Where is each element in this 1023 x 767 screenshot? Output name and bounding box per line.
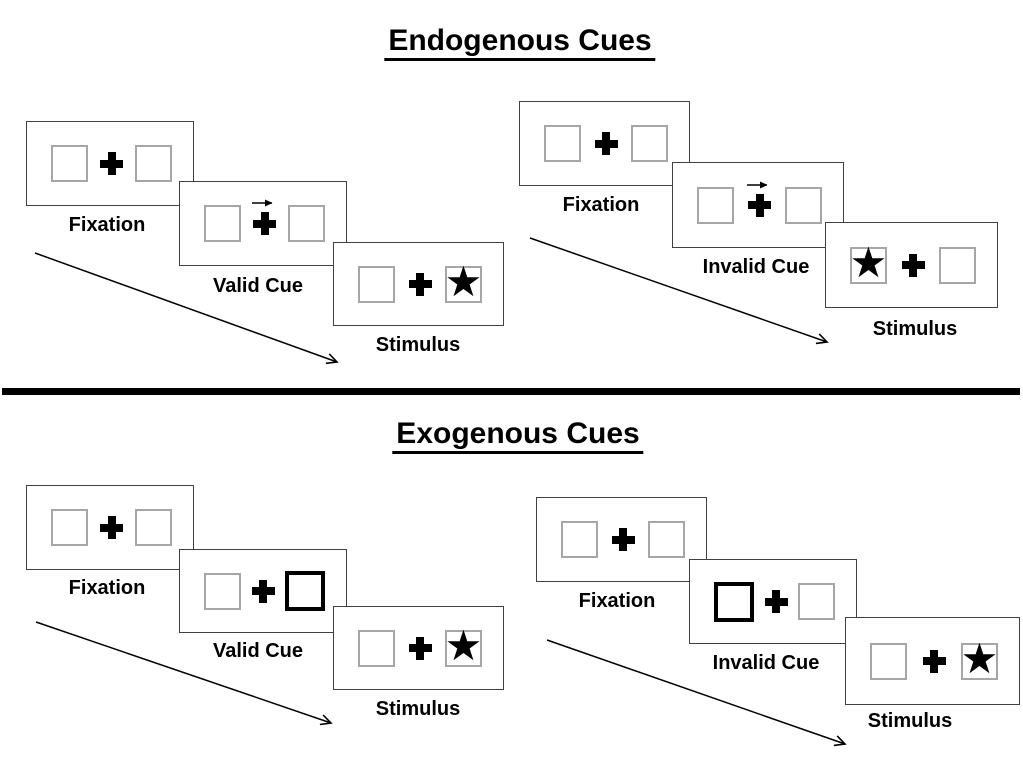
sequence-arrow: [546, 639, 847, 747]
right-placeholder-box: [648, 521, 685, 558]
star-icon: ★: [849, 239, 888, 286]
cue-label: Invalid Cue: [712, 652, 820, 674]
stimulus-label: Stimulus: [375, 334, 461, 356]
right-placeholder-box: [135, 509, 172, 546]
left-placeholder-box: [204, 572, 241, 610]
fixation-cross-icon: [253, 212, 276, 235]
cue-label: Invalid Cue: [702, 256, 810, 278]
stimulus-box: ★: [850, 242, 887, 284]
exogenous-invalid-stimulus-panel: ★: [845, 617, 1020, 705]
stimulus-label: Stimulus: [375, 698, 461, 720]
endogenous-title: Endogenous Cues: [384, 24, 656, 61]
right-placeholder-box: [135, 145, 172, 182]
left-placeholder-box: [204, 205, 241, 242]
right-placeholder-box: [288, 205, 325, 242]
exogenous-invalid-cue-panel: [689, 559, 857, 644]
fixation-cross-icon: [409, 273, 432, 296]
fixation-cross-icon: [923, 650, 946, 673]
left-placeholder-box: [697, 186, 734, 224]
left-placeholder-box: [51, 509, 88, 546]
endogenous-invalid-fixation-panel: [519, 101, 690, 186]
left-placeholder-box: [358, 265, 395, 303]
fixation-label: Fixation: [68, 214, 146, 236]
fixation-cross-icon: [765, 590, 788, 613]
endogenous-invalid-stimulus-panel: ★: [825, 222, 998, 308]
endogenous-invalid-cue-panel: [672, 162, 844, 248]
stimulus-box: ★: [445, 261, 482, 303]
endogenous-valid-stimulus-panel: ★: [333, 242, 504, 326]
fixation-cross-icon: [252, 580, 275, 603]
right-placeholder-box: [798, 583, 835, 620]
fixation-label: Fixation: [68, 577, 146, 599]
left-placeholder-box: [870, 642, 907, 680]
left-placeholder-box: [561, 521, 598, 558]
cue-label: Valid Cue: [212, 640, 304, 662]
stimulus-box: ★: [445, 625, 482, 667]
left-placeholder-box: [51, 145, 88, 182]
fixation-label: Fixation: [578, 590, 656, 612]
sequence-arrow: [529, 237, 829, 345]
right-placeholder-box: [939, 246, 976, 284]
exogenous-invalid-fixation-panel: [536, 497, 707, 582]
right-placeholder-box: [785, 186, 822, 224]
stimulus-label: Stimulus: [867, 710, 953, 732]
star-icon: ★: [444, 258, 483, 305]
thick-box-cue: [714, 581, 754, 622]
sequence-arrow: [34, 252, 339, 365]
star-icon: ★: [960, 635, 999, 682]
fixation-label: Fixation: [562, 194, 640, 216]
endogenous-valid-fixation-panel: [26, 121, 194, 206]
endogenous-valid-cue-panel: [179, 181, 347, 266]
fixation-cross-icon: [902, 254, 925, 277]
thick-box-cue: [285, 571, 325, 611]
stimulus-label: Stimulus: [872, 318, 958, 340]
right-arrow-cue-icon: [251, 199, 272, 207]
left-placeholder-box: [358, 629, 395, 667]
fixation-cross-icon: [612, 528, 635, 551]
right-arrow-cue-icon: [746, 181, 767, 188]
left-placeholder-box: [544, 125, 581, 162]
right-placeholder-box: [631, 125, 668, 162]
exogenous-valid-fixation-panel: [26, 485, 194, 570]
stimulus-box: ★: [961, 638, 998, 680]
exogenous-valid-stimulus-panel: ★: [333, 606, 504, 690]
fixation-cross-icon: [409, 637, 432, 660]
fixation-cross-icon: [100, 516, 123, 539]
section-divider: [2, 388, 1020, 395]
exogenous-title: Exogenous Cues: [392, 417, 644, 454]
cue-label: Valid Cue: [212, 275, 304, 297]
fixation-cross-icon: [595, 132, 618, 155]
fixation-cross-icon: [748, 194, 771, 217]
exogenous-valid-cue-panel: [179, 549, 347, 633]
sequence-arrow: [35, 621, 333, 726]
star-icon: ★: [444, 622, 483, 669]
fixation-cross-icon: [100, 152, 123, 175]
